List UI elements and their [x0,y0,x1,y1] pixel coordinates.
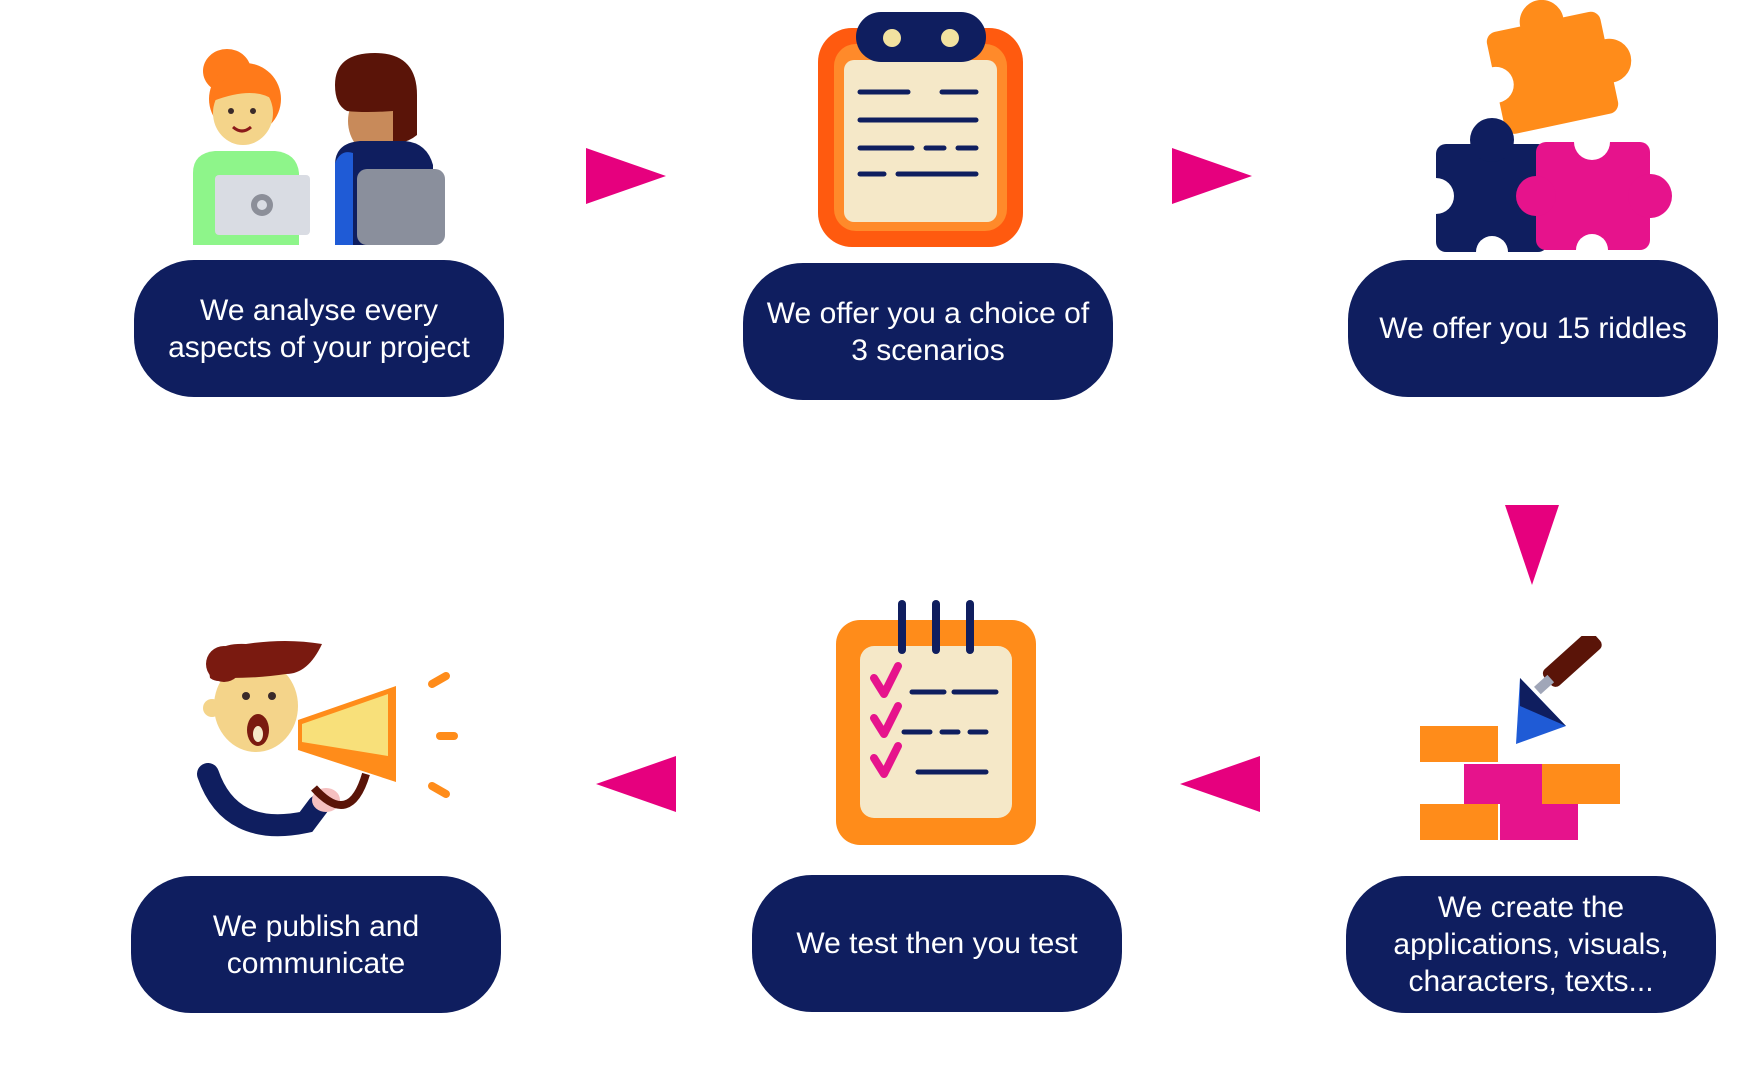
step-create-text: We create the applications, visuals, cha… [1393,891,1669,998]
team-laptop-icon [193,49,445,245]
arrow-left-icon [1180,756,1260,812]
step-riddles-text: We offer you 15 riddles [1379,312,1687,345]
arrow-right-icon [586,148,666,204]
step-analyse-pill: We analyse every aspects of your project [134,260,504,397]
step-riddles-pill: We offer you 15 riddles [1348,260,1718,397]
checklist-icon [836,600,1036,845]
step-create-pill: We create the applications, visuals, cha… [1346,876,1716,1013]
step-analyse-text: We analyse every aspects of your project [168,293,470,364]
arrow-right-icon [1172,148,1252,204]
arrow-left-icon [596,756,676,812]
megaphone-icon [197,641,458,837]
step-test-pill: We test then you test [752,875,1122,1012]
step-publish-pill: We publish and communicate [131,876,501,1013]
clipboard-icon [818,12,1023,247]
step-scenarios-pill: We offer you a choice of 3 scenarios [743,263,1113,400]
step-test-text: We test then you test [796,927,1078,960]
trowel-bricks-icon [1420,636,1620,840]
step-scenarios-text: We offer you a choice of 3 scenarios [766,296,1090,367]
arrow-down-icon [1505,505,1559,585]
puzzle-icon [1436,0,1672,255]
step-publish-text: We publish and communicate [212,909,420,980]
